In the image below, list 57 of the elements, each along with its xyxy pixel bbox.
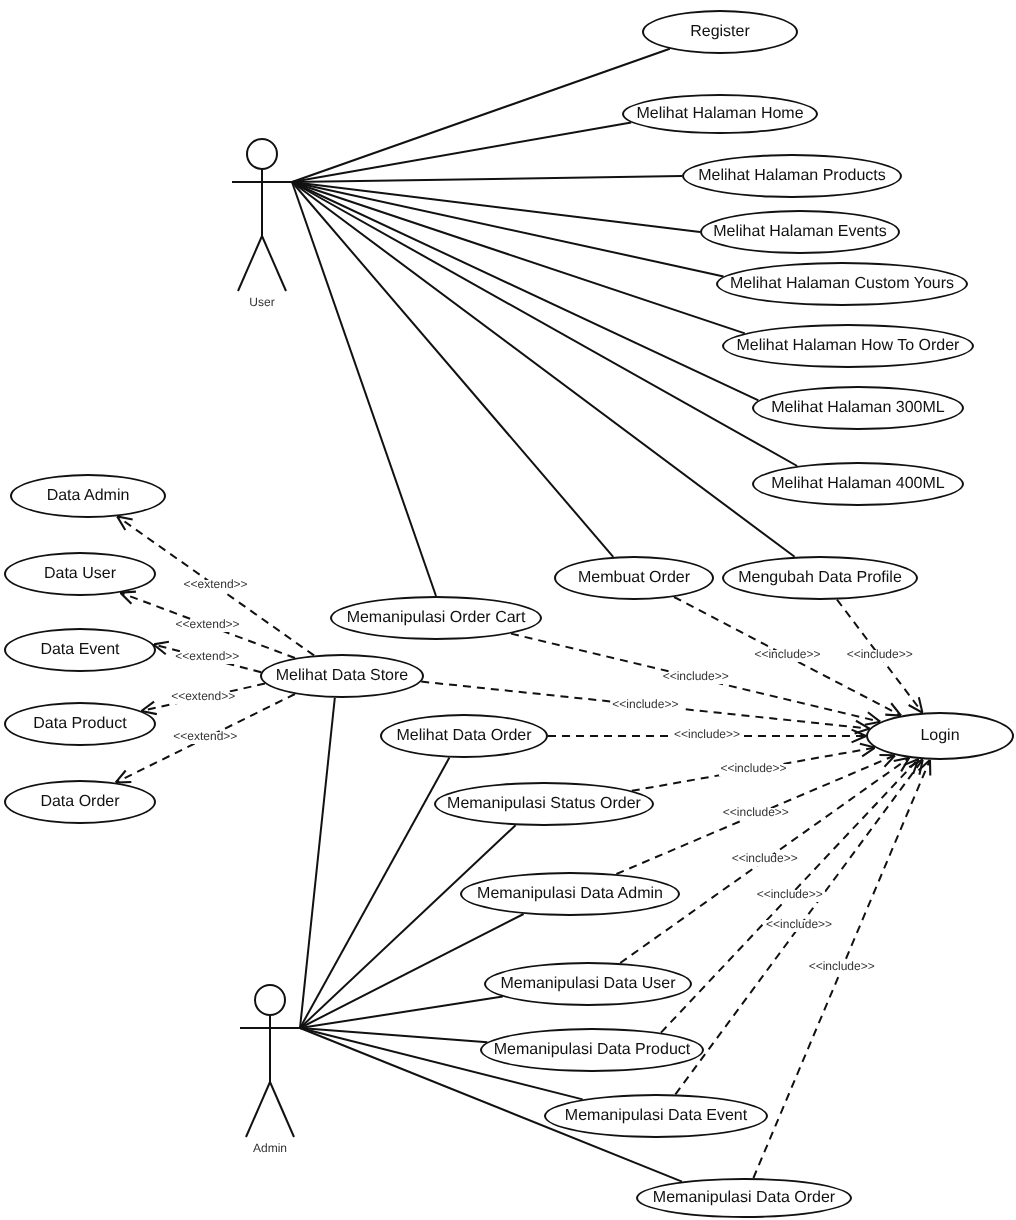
- use-case-label: Memanipulasi Status Order: [447, 796, 641, 812]
- dashed-arrow: [116, 515, 315, 657]
- association-line: [299, 1027, 584, 1101]
- association-line: [299, 756, 451, 1029]
- use-case-ellipse: [4, 702, 156, 746]
- dashed-arrow: [674, 758, 924, 1096]
- use-case-label: Login: [920, 728, 960, 744]
- use-case-label: Melihat Data Order: [396, 728, 532, 744]
- association-line: [299, 913, 525, 1029]
- use-case-label: Membuat Order: [577, 570, 691, 586]
- use-case-label: Memanipulasi Order Cart: [346, 610, 526, 626]
- dashed-arrow: [752, 758, 932, 1179]
- use-case-label: Melihat Halaman Products: [698, 168, 886, 184]
- use-case-label: Register: [690, 24, 750, 40]
- use-case-label: Data Event: [40, 642, 120, 658]
- use-case-ellipse: [752, 386, 964, 430]
- use-case-label: Memanipulasi Data Event: [564, 1108, 748, 1124]
- use-case-ellipse: [544, 1094, 768, 1138]
- dashed-arrow: [114, 693, 296, 784]
- association-line: [299, 995, 504, 1029]
- use-case-ellipse: [622, 94, 818, 134]
- use-case-label: Memanipulasi Data Product: [493, 1042, 691, 1058]
- dashed-arrow: [619, 756, 911, 964]
- association-line: [299, 697, 336, 1029]
- use-case-label: Memanipulasi Data User: [500, 976, 676, 992]
- dashed-arrow: [836, 598, 924, 714]
- dashed-arrow: [510, 632, 882, 726]
- use-case-label: Memanipulasi Data Order: [652, 1190, 836, 1206]
- use-case-label: Melihat Halaman Custom Yours: [729, 276, 955, 292]
- dashed-arrow: [119, 590, 296, 659]
- use-case-label: Mengubah Data Profile: [738, 570, 902, 586]
- use-case-label: Data Order: [40, 794, 120, 810]
- association-line: [299, 824, 517, 1029]
- use-case-ellipse: [866, 712, 1014, 760]
- use-case-label: Melihat Halaman How To Order: [736, 338, 960, 354]
- association-line: [291, 181, 796, 558]
- use-case-label: Memanipulasi Data Admin: [477, 886, 663, 902]
- dashed-arrow: [615, 753, 897, 875]
- dashed-arrow: [660, 757, 920, 1034]
- use-case-label: Melihat Halaman 300ML: [771, 400, 945, 416]
- use-case-label: Melihat Data Store: [275, 668, 409, 684]
- association-line: [291, 47, 671, 183]
- use-case-ellipse: [484, 962, 692, 1006]
- use-case-label: Data User: [43, 566, 116, 582]
- use-case-label: Melihat Halaman 400ML: [771, 476, 945, 492]
- use-case-label: Data Admin: [46, 488, 130, 504]
- association-line: [291, 121, 633, 183]
- use-case-ellipse: [434, 782, 654, 826]
- use-case-label: Melihat Halaman Events: [713, 224, 887, 240]
- dashed-arrow: [673, 596, 903, 717]
- use-case-ellipse: [480, 1028, 704, 1072]
- use-case-label: Melihat Halaman Home: [636, 106, 804, 122]
- association-line: [291, 181, 437, 597]
- association-line: [291, 181, 615, 558]
- association-line: [299, 1027, 489, 1044]
- use-case-ellipse: [460, 872, 680, 916]
- use-case-label: Data Product: [33, 716, 127, 732]
